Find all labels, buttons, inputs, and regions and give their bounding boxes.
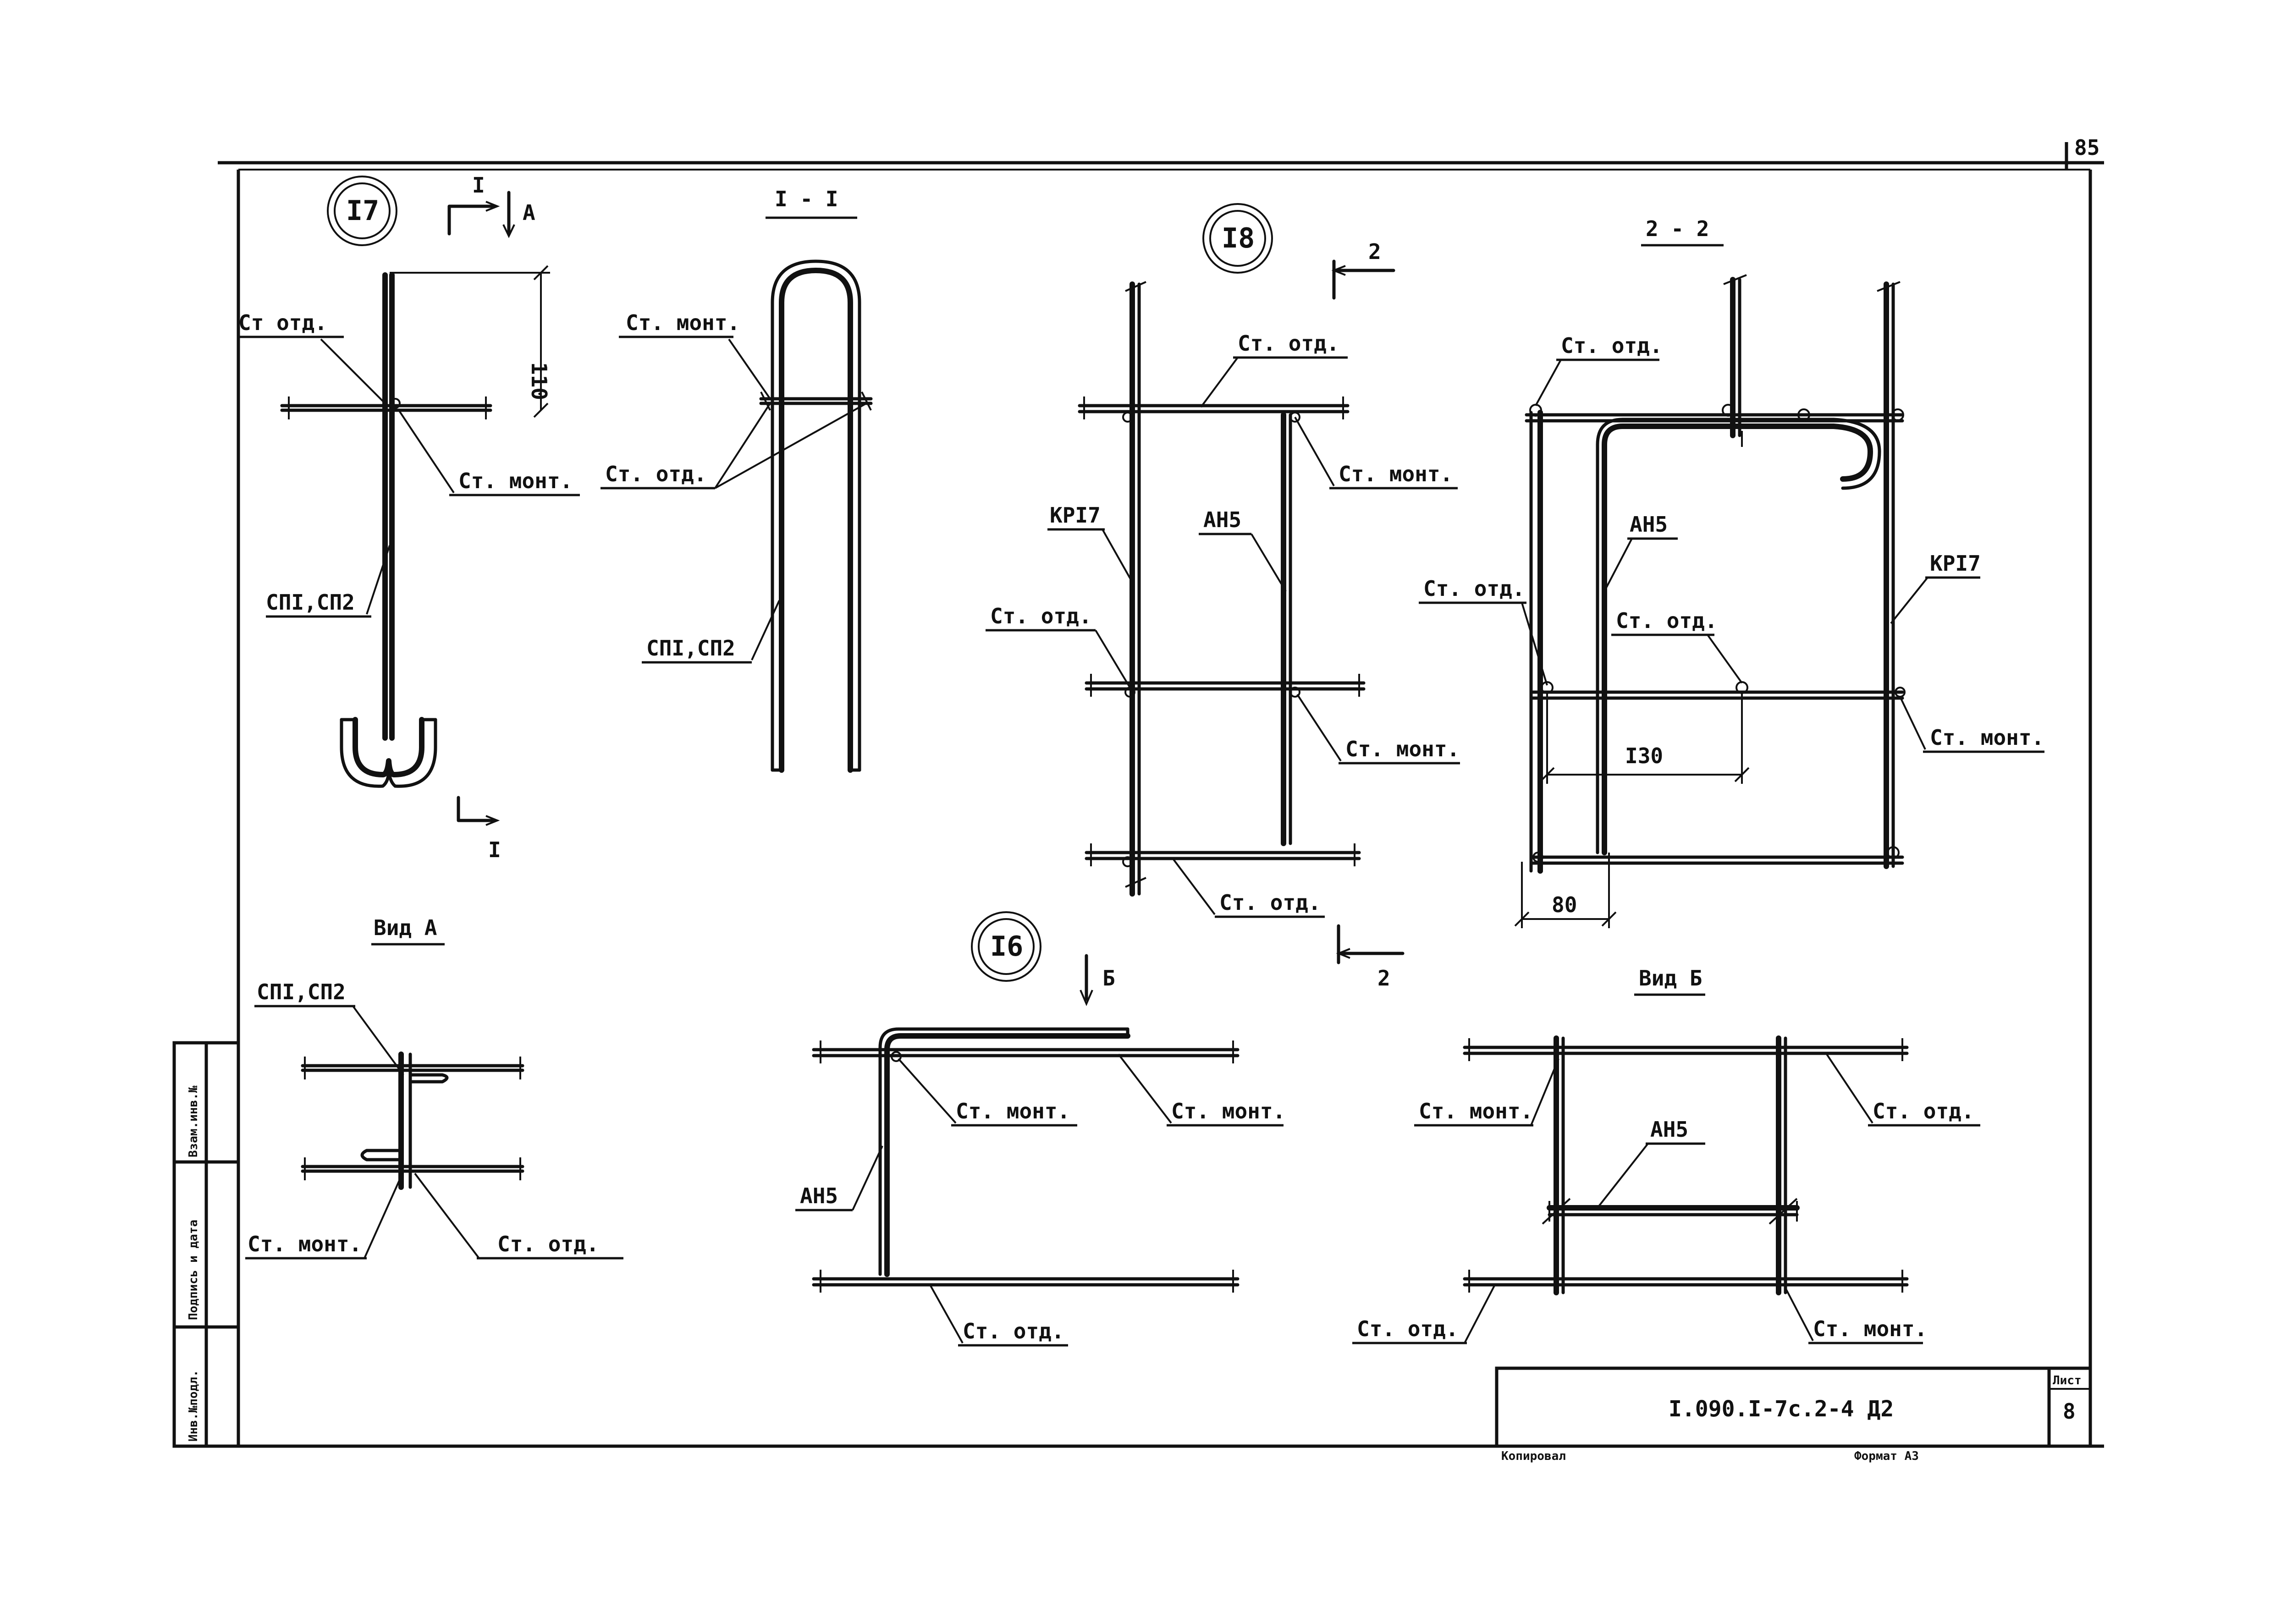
node-18-an-label: АН5	[1203, 507, 1241, 532]
view-b-st-mont-top-label: Ст. монт.	[1419, 1099, 1533, 1123]
section-2-2-an-label: АН5	[1630, 512, 1668, 537]
stamp-sign-date: Подпись и дата	[187, 1220, 200, 1320]
sheet-frame	[174, 142, 2104, 1448]
section-1-1-sp-label: СПI,СП2	[646, 636, 735, 661]
sheet-value: 8	[2063, 1399, 2076, 1424]
section-1-1-title: I - I	[775, 187, 838, 211]
node-17-sp-label: СПI,СП2	[266, 590, 355, 615]
section-2-2-title: 2 - 2	[1646, 216, 1709, 241]
section-1-1: I - I Ст. монт. Ст. отд. СПI,СП2	[601, 187, 873, 773]
section-2-2: 2 - 2	[1419, 216, 2044, 928]
node-17-number: I7	[346, 195, 379, 227]
section-2-2-st-otd-mid-label: Ст. отд.	[1616, 608, 1718, 633]
format-label: Формат А3	[1854, 1449, 1919, 1463]
section-2-2-kr-label: КРI7	[1930, 551, 1981, 576]
node-18: I8 2 Ст. отд.	[986, 203, 1460, 991]
stamp-inv-orig: Инв.№подл.	[187, 1370, 200, 1442]
sheet-label: Лист	[2053, 1374, 2082, 1387]
section-1-1-st-otd-label: Ст. отд.	[605, 462, 707, 486]
node-18-number: I8	[1222, 222, 1255, 254]
side-stamp: Инв.№подл. Подпись и дата Взам.инв.№	[172, 1041, 240, 1448]
node-18-section-mark-top: 2	[1368, 239, 1381, 264]
copied-label: Копировал	[1501, 1449, 1566, 1463]
view-b: Вид Б Ст. монт. Ст. отд. АН5	[1352, 966, 1980, 1344]
section-2-2-dim-130: I30	[1625, 743, 1663, 768]
node-16-st-mont-2-label: Ст. монт.	[1171, 1099, 1285, 1123]
view-b-title: Вид Б	[1639, 966, 1702, 991]
view-b-st-otd-top-label: Ст. отд.	[1873, 1099, 1974, 1123]
title-block: I.090.I-7c.2-4 Д2 Лист 8	[1495, 1366, 2092, 1448]
node-17-st-otd-label: Ст отд.	[238, 310, 327, 335]
stamp-replace-inv: Взам.инв.№	[187, 1085, 200, 1157]
view-b-an-label: АН5	[1650, 1117, 1688, 1142]
node-18-st-mont-mid-label: Ст. монт.	[1345, 737, 1460, 761]
section-2-2-st-mont-label: Ст. монт.	[1930, 725, 2044, 750]
view-a-sp-label: СПI,СП2	[257, 980, 346, 1004]
view-b-st-otd-bot-label: Ст. отд.	[1357, 1316, 1459, 1341]
node-16-number: I6	[990, 930, 1023, 963]
node-18-section-mark-bottom: 2	[1377, 966, 1390, 991]
node-18-st-otd-mid-label: Ст. отд.	[990, 604, 1092, 628]
node-16-view-mark: Б	[1102, 966, 1115, 991]
node-16: I6 Б Ст. монт. Ст. монт. АН5 Ст. отд.	[795, 911, 1285, 1347]
view-a-st-otd-label: Ст. отд.	[497, 1232, 599, 1256]
node-18-st-mont-top-label: Ст. монт.	[1339, 462, 1453, 486]
section-1-1-st-mont-label: Ст. монт.	[626, 310, 740, 335]
view-a-title: Вид А	[374, 915, 437, 940]
node-16-st-mont-1-label: Ст. монт.	[956, 1099, 1070, 1123]
node-18-kr-label: КРI7	[1050, 503, 1101, 528]
section-2-2-st-otd-top-label: Ст. отд.	[1561, 333, 1663, 358]
node-17: I7 I А 110 Ст отд. Ст. монт.	[238, 173, 580, 862]
drawing-designation: I.090.I-7c.2-4 Д2	[1669, 1396, 1894, 1422]
node-17-section-mark-bottom: I	[488, 837, 501, 862]
node-17-st-mont-label: Ст. монт.	[458, 468, 573, 493]
sheet-number-top: 85	[2074, 135, 2099, 160]
node-16-st-otd-label: Ст. отд.	[963, 1319, 1064, 1343]
node-16-an-label: АН5	[800, 1184, 838, 1208]
node-17-dim-110: 110	[527, 362, 551, 400]
node-17-section-mark-top: I	[472, 173, 485, 198]
view-b-st-mont-bot-label: Ст. монт.	[1813, 1316, 1927, 1341]
node-18-st-otd-bot-label: Ст. отд.	[1219, 890, 1321, 915]
node-18-st-otd-top-label: Ст. отд.	[1238, 331, 1339, 356]
view-a-st-mont-label: Ст. монт.	[248, 1232, 362, 1256]
section-2-2-dim-80: 80	[1552, 892, 1577, 917]
view-a: Вид А СПI,СП2 Ст. монт. Ст. отд.	[245, 915, 623, 1260]
section-2-2-st-otd-left-label: Ст. отд.	[1423, 576, 1525, 601]
node-17-view-mark: А	[523, 200, 535, 225]
